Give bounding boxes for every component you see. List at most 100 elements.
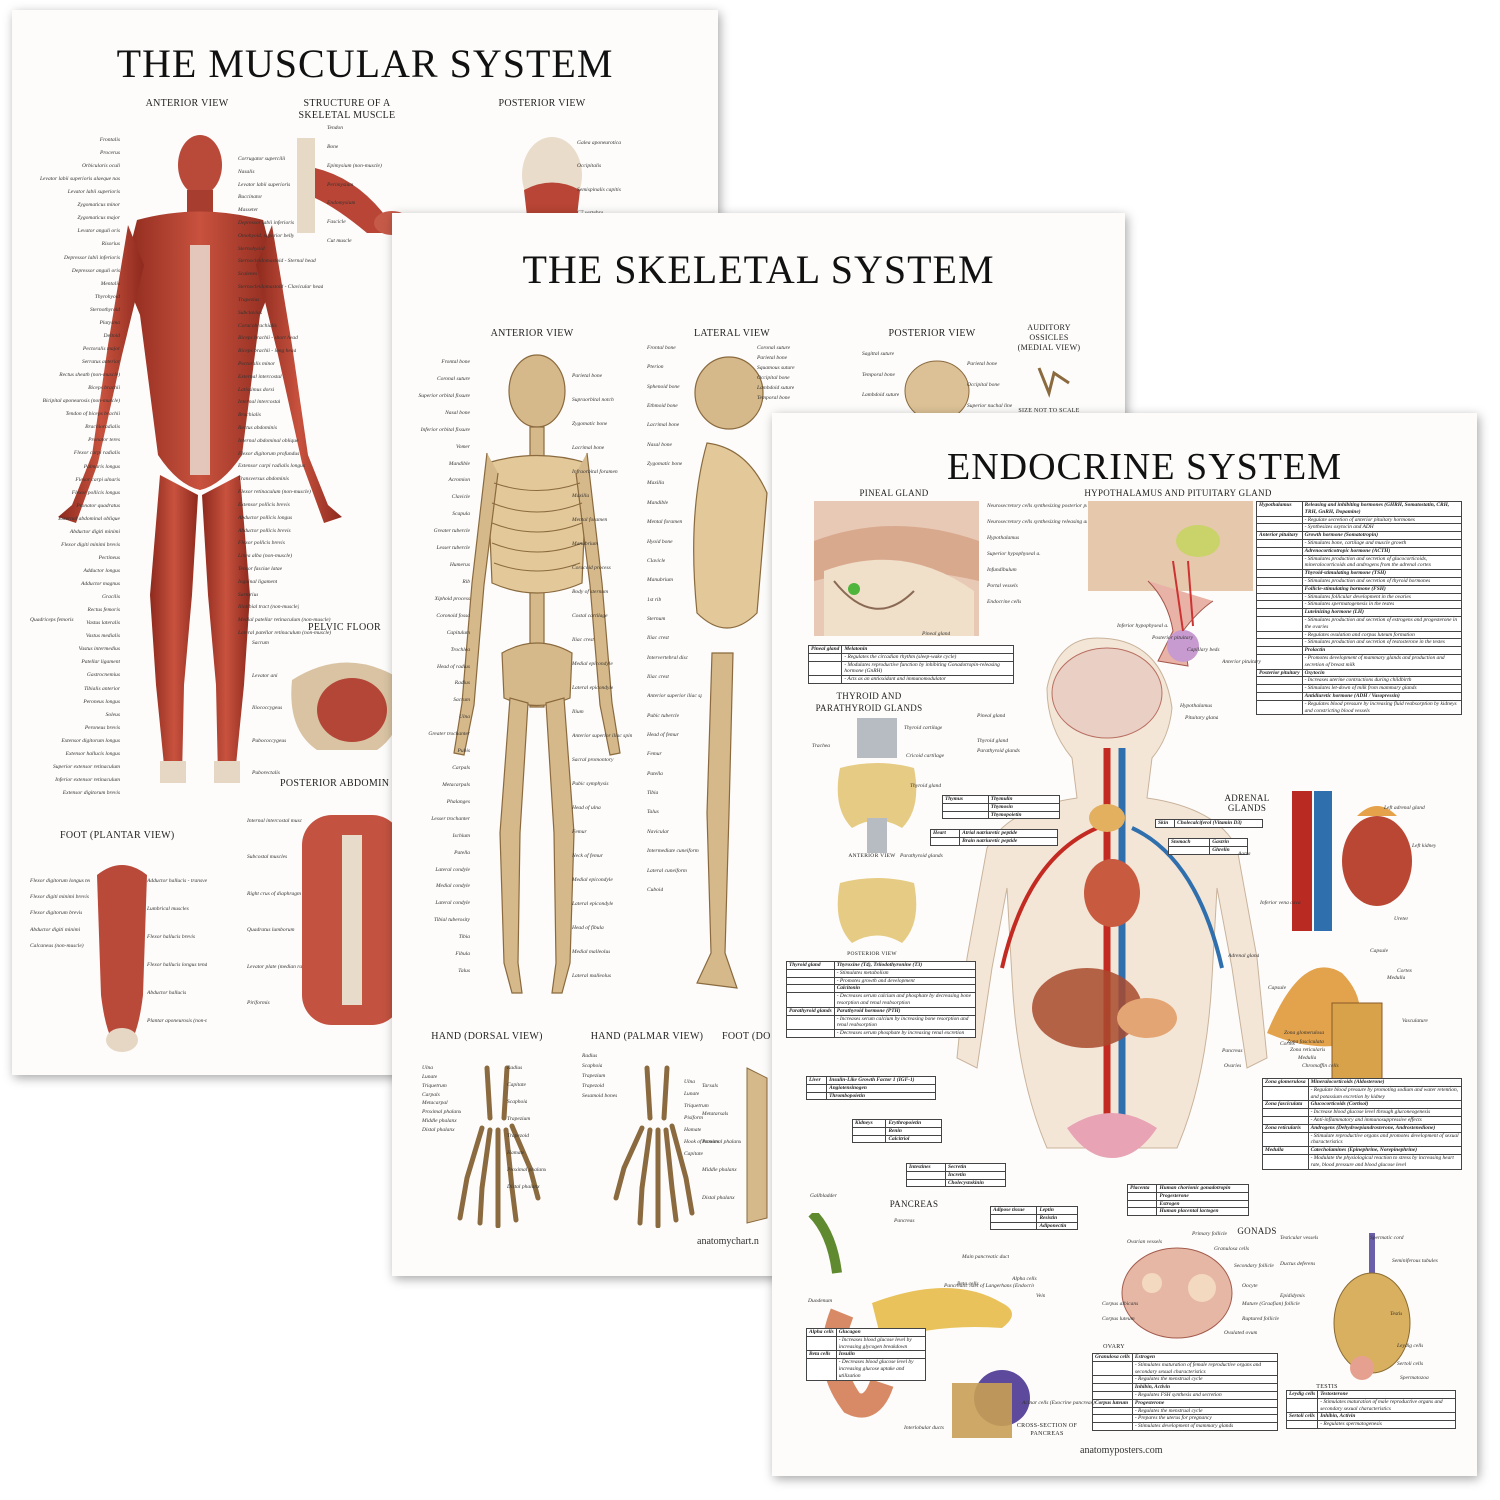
label-item: Tensor fasciae latae <box>238 565 283 572</box>
table-key-cell: Intestines <box>906 1163 946 1172</box>
thyroid-posterior-view: POSTERIOR VIEW <box>847 951 897 957</box>
table-key-cell <box>807 652 843 662</box>
label-item: Tendon of biceps brachii <box>65 411 120 418</box>
table-value-cell: Follicle-stimulating hormone (FSH) <box>1301 584 1463 594</box>
label-item: Omohyoid, superior belly <box>238 232 295 239</box>
thyroid-anterior-view: ANTERIOR VIEW <box>848 853 896 859</box>
label-item: Mental foramen <box>572 517 608 523</box>
table-row: - Increases serum calcium by increasing … <box>786 1014 977 1031</box>
table-value-cell: Estrogen <box>1156 1199 1249 1209</box>
label-item: Internal intercostal muscles <box>247 818 302 824</box>
table-key-cell <box>1256 653 1303 670</box>
label-item: Body of sternum <box>572 589 609 595</box>
label-item: Lateral cuneiform <box>647 867 687 874</box>
label-item: Primary follicle <box>1192 1231 1227 1237</box>
table-row: - Stimulates spermatogenesis in the test… <box>1256 600 1463 610</box>
label-item: Intervertebral disc <box>647 654 689 661</box>
label-item: Deltoid <box>103 332 121 339</box>
table-key-cell: Alpha cells <box>806 1328 837 1337</box>
label-item: Plantar aponeurosis (non-muscle) <box>147 1018 207 1024</box>
label-item: Nasal bone <box>647 441 672 448</box>
table-value-cell: - Regulates FSH synthesis and secretion <box>1131 1390 1279 1400</box>
hand-palmar-figure <box>613 1065 695 1228</box>
table-value-cell: Releasing and inhibiting hormones (GHRH,… <box>1301 501 1463 517</box>
label-item: Serratus anterior <box>81 359 120 366</box>
label-item: Zygomaticus major <box>77 215 120 222</box>
label-item: Subcostal muscles <box>247 854 288 861</box>
label-item: Sesamoid bones <box>582 1093 618 1099</box>
table-key-cell <box>1285 1397 1319 1414</box>
label-item: Clavicle <box>451 494 470 501</box>
label-item: Zygomatic bone <box>647 461 683 468</box>
label-item: Abductor pollicis brevis <box>238 527 291 534</box>
table-key-cell: Heart <box>929 829 961 838</box>
label-item: Sternothyroid <box>89 306 120 313</box>
label-item: Trapezoid <box>507 1133 530 1139</box>
label-item: Biceps brachii - long head <box>238 348 297 355</box>
table-key-cell <box>806 1358 837 1381</box>
label-item: Femur <box>572 829 587 835</box>
table-value-cell: - Stimulates production and secretion of… <box>1301 554 1463 571</box>
label-item: Brachioradialis <box>85 424 120 431</box>
label-item: Proximal phalanx <box>422 1109 462 1116</box>
table-value-cell: - Regulates the menstrual cycle <box>1131 1375 1279 1385</box>
label-item: Hamate <box>684 1127 702 1133</box>
label-item: Seminiferous tubules <box>1392 1258 1438 1264</box>
label-item: Superior orbital fissure <box>418 392 470 399</box>
label-item: Semispinalis capitis <box>577 186 621 193</box>
label-item: Lateral condyle <box>435 866 470 873</box>
label-item: Lateral epicondyle <box>572 685 614 691</box>
label-item: Tibial tuberosity <box>433 917 470 924</box>
table-key-cell <box>1256 676 1303 686</box>
label-item: Mandible <box>647 499 669 506</box>
label-item: Flexor digitorum longus tendon <box>30 878 90 884</box>
muscular-pelvic-heading: PELVIC FLOOR <box>308 622 381 633</box>
label-item: Bone <box>327 143 339 150</box>
ossicles-heading: AUDITORY OSSICLES (MEDIAL VIEW) <box>1017 323 1081 352</box>
table-value-cell: Incretin <box>944 1170 1007 1180</box>
table-key-cell: Corpus luteum <box>1092 1398 1133 1408</box>
label-item: Zygomatic bone <box>572 421 608 427</box>
table-row: - Acts as an antioxidant and immunomodul… <box>807 675 1014 684</box>
table-key-cell <box>1262 1108 1309 1117</box>
table-row: - Anti-inflammatory and immunosuppressiv… <box>1262 1115 1463 1125</box>
label-item: Spermatic cord <box>1370 1235 1404 1241</box>
table-row: Antidiuretic hormone (ADH / Vasopressin) <box>1256 691 1463 701</box>
table-value-cell: Estrogen <box>1131 1353 1279 1362</box>
table-key-cell <box>786 1029 835 1038</box>
label-item: Coronal suture <box>436 375 470 382</box>
label-item: Interlobular ducts <box>904 1425 944 1431</box>
table-value-cell: - Stimulates maturation of male reproduc… <box>1317 1397 1456 1414</box>
ovary-heading: OVARY <box>1103 1344 1125 1350</box>
label-item: Nasalis <box>238 168 255 175</box>
label-item: Endomysium <box>327 200 356 207</box>
label-item: Biceps brachii <box>88 385 120 392</box>
label-item: Parietal bone <box>572 373 603 379</box>
label-item: Scaphoid <box>507 1099 528 1105</box>
label-item: Levator labii superioris alaeque nasi <box>40 176 120 183</box>
label-item: Zona reticularis <box>1290 1047 1326 1053</box>
label-item: Flexor digiti minimi brevis <box>30 894 89 901</box>
table-value-cell: - Stimulates let-down of milk from mamma… <box>1301 684 1463 693</box>
label-item: Depressor anguli oris <box>71 267 120 274</box>
label-item: External intercostal <box>238 373 282 380</box>
table-row: Incretin <box>906 1170 1007 1180</box>
table-value-cell: - Stimulates production and secretion of… <box>1301 638 1463 648</box>
label-item: Aorta <box>1238 851 1251 857</box>
label-item: Costal cartilage <box>572 613 608 619</box>
label-item: Gastrocnemius <box>86 672 120 679</box>
table-row: - Promotes growth and development <box>786 976 977 986</box>
label-item: Fibula <box>455 951 470 958</box>
label-item: Capsule <box>1370 948 1389 954</box>
label-item: Adductor longus <box>83 567 120 574</box>
table-key-cell <box>1256 699 1303 716</box>
label-item: Flexor digitorum brevis <box>30 910 83 917</box>
adrenal-section-figure <box>1267 967 1383 1089</box>
label-item: Zona glomerulosa <box>1284 1030 1325 1036</box>
table-key-cell <box>906 1170 946 1180</box>
label-item: Lunate <box>422 1073 438 1080</box>
